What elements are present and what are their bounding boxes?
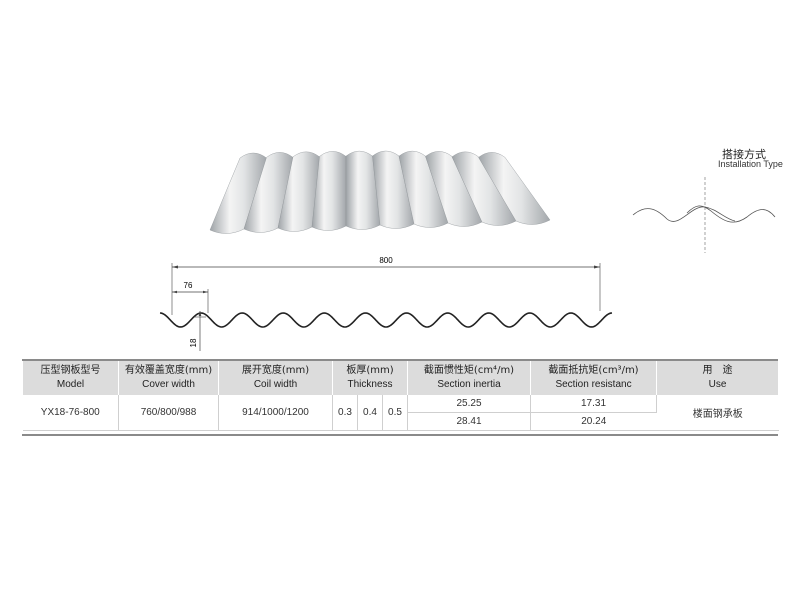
header-thickness: 板厚(mm)Thickness [331,361,409,395]
profile-wave-line [159,312,613,328]
cell-thickness-1: 0.3 [332,395,358,431]
lap-wave-left [632,206,736,222]
table-row: YX18-76-800 760/800/988 914/1000/1200 0.… [22,395,779,431]
cell-thickness-3: 0.5 [382,395,409,431]
corrugated-sheet-image [209,150,551,234]
table-top-rule [22,359,778,361]
header-coil-width: 展开宽度(mm)Coil width [218,361,333,395]
sheet-corrugation [478,152,551,225]
cell-resistance-1: 17.31 [530,395,658,413]
arrow-76-right-icon [203,290,208,294]
cell-cover-width: 760/800/988 [118,395,219,431]
arrow-left-icon [172,265,178,269]
cell-use: 楼面钢承板 [656,395,779,431]
lap-wave-right [686,205,776,223]
installation-title-en: Installation Type [718,159,783,169]
cell-model: YX18-76-800 [22,395,119,431]
cell-resistance-2: 20.24 [530,412,657,431]
dimension-76-label: 76 [184,281,193,290]
arrow-18-up-icon [198,311,202,316]
header-section-resistance: 截面抵抗矩(cm³/m)Section resistanc [530,361,658,395]
arrow-right-icon [594,265,600,269]
cell-thickness-2: 0.4 [357,395,383,431]
table-bottom-rule [22,434,778,436]
table-row: 28.41 20.24 [23,412,779,431]
arrow-76-left-icon [172,290,177,294]
installation-title-zh: 搭接方式 [722,148,766,161]
header-cover-width: 有效覆盖宽度(mm)Cover width [118,361,219,395]
profile-drawing: 800 76 18 [159,256,613,351]
header-section-inertia: 截面惯性矩(cm⁴/m)Section inertia [407,361,532,395]
installation-diagram [632,177,776,253]
dimension-800-label: 800 [379,256,393,265]
cell-inertia-2: 28.41 [407,412,532,431]
cell-coil-width: 914/1000/1200 [218,395,333,431]
dimension-18-label: 18 [189,338,198,347]
cell-inertia-1: 25.25 [407,395,532,413]
profile-wave [159,312,613,328]
